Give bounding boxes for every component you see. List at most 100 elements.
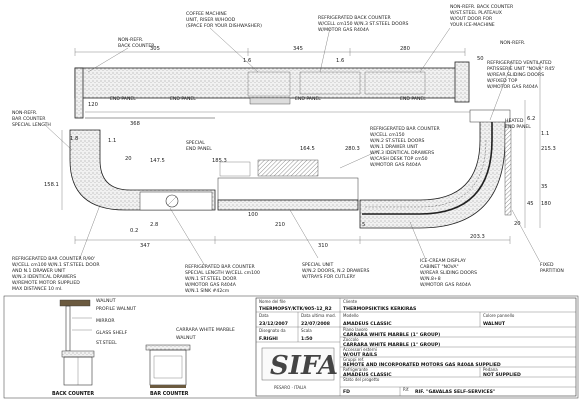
- section-right-label-1: CARRARA WHITE MARBLE: [176, 327, 235, 333]
- refrig-bar150-label-4: W/N.1 DRAWER UNIT: [370, 144, 418, 150]
- refrig-bar-special-label-5: W/N.1 SINK #42cm: [185, 288, 230, 294]
- dim-bottom-3: 347: [140, 243, 150, 249]
- dim-bottom-10: 45: [527, 201, 534, 207]
- refrig-bar150-label-6: W/CASH DESK TOP cm50: [370, 156, 428, 162]
- ref-label: Rif.: [403, 387, 409, 392]
- refrig-back-label-1: REFRIGERATED BACK COUNTER: [318, 15, 391, 21]
- refrigerated-bar-150: [219, 161, 251, 177]
- patisserie-label-2: PATISSERIE UNIT "NOVA" R45': [487, 66, 555, 72]
- dim-mid-6: 147.5: [150, 158, 165, 164]
- coffee-machine-label-3: (SPACE FOR YOUR DISHWASHER): [186, 23, 262, 29]
- section-left-label-3: MIRROR: [96, 318, 115, 324]
- date-value: 23/12/2007: [259, 321, 288, 327]
- logo-subtitle: PESARO · ITALIA: [274, 385, 306, 390]
- section-left-label-2: PROFILE WALNUT: [96, 306, 136, 312]
- fixed-partition: [504, 124, 512, 216]
- fridge-label: Refrigerante: [343, 367, 368, 372]
- file-value: THERMOPSY/KTK/905-12_R2: [259, 306, 332, 312]
- special-unit-label-3: W/TRAYS FOR CUTLERY: [302, 274, 356, 280]
- refrigerated-back-cell: [299, 71, 361, 95]
- dim-top-3: 280: [400, 46, 410, 52]
- drawing-label: Disegnato da: [259, 328, 286, 333]
- ice-cream-label-1: ICE-CREAM DISPLAY: [420, 258, 466, 264]
- coffee-machine-label-2: UNIT, RISER W/HOOD: [186, 17, 236, 23]
- patisserie-label-5: W/MOTOR GAS R404A: [487, 84, 539, 90]
- section-left-label-4: GLASS SHELF: [96, 330, 127, 336]
- logo-box: [261, 347, 335, 381]
- nonrefr-back-right-label: NON-REFR. BACK COUNTER: [450, 4, 514, 10]
- sifa-logo: SIFA: [270, 351, 338, 381]
- steel-shelves-unit: [364, 71, 426, 95]
- nonrefr-back-left-label-2: BACK COUNTER: [118, 43, 155, 49]
- dim-mid-2: 120: [88, 102, 98, 108]
- heated-end-panel-label-1: HEATED: [505, 118, 524, 124]
- refrigerated-bar-special-body: [139, 191, 213, 211]
- refrig-bar150-label-3: W/N.2 ST.STEEL DOORS: [370, 138, 425, 144]
- refrig-bar150-label-2: W/CELL cm150: [370, 132, 405, 138]
- refrig-bar150-label-1: REFRIGERATED BAR COUNTER: [370, 126, 441, 132]
- dim-bottom-13: 35: [541, 184, 548, 190]
- nonrefr-right-label: NON-REFR.: [500, 40, 525, 46]
- bar-counter-section-title: BAR COUNTER: [150, 391, 189, 397]
- client-label: Cliente: [343, 299, 358, 304]
- ice-cream-label-5: W/MOTOR GAS R404A: [420, 282, 472, 288]
- scale-label: Scala: [301, 328, 312, 333]
- plinth-value: CARRARA WHITE MARBLE (1° GROUP): [343, 342, 440, 348]
- bar-counter-curve-left: [69, 129, 216, 211]
- sheet-frame: [3, 295, 579, 399]
- dim-top-5: 1.6: [336, 58, 344, 64]
- dim-bottom-12: 20: [514, 221, 521, 227]
- section-left-label-5: ST.STEEL: [96, 340, 117, 346]
- dim-bottom-6: 210: [275, 222, 285, 228]
- steel-shelves-label-3: YOUR ICE-MACHINE: [449, 22, 495, 28]
- refrig-bar90-label-4: W/N.3 IDENTICAL DRAWERS: [12, 274, 76, 280]
- pedana-value: NOT SUPPLIED: [483, 372, 521, 378]
- dim-mid-11: 6.2: [527, 116, 535, 122]
- dimension-lines: [61, 48, 541, 244]
- dim-mid-12: 1.1: [541, 131, 549, 137]
- plan-labels: COFFEE MACHINE UNIT, RISER W/HOOD (SPACE…: [12, 4, 564, 294]
- model-value: AMADEUS CLASSIC: [343, 321, 392, 327]
- groups-value: REMOTE AND INCORPORATED MOTORS GAS R404A…: [343, 362, 501, 368]
- patisserie-label-4: W/FIXED TOP: [487, 78, 518, 84]
- coffee-machine-label-1: COFFEE MACHINE: [186, 11, 227, 17]
- fixed-partition-label-2: PARTITION: [540, 268, 564, 274]
- top-value: CARRARA WHITE MARBLE (1° GROUP): [343, 332, 440, 338]
- fridge-value: AMADEUS CLASSIC: [343, 372, 392, 378]
- refrig-bar90-label-6: MAX DISTANCE 10 ml.: [12, 286, 63, 292]
- file-label: Nome del file: [259, 299, 286, 304]
- special-end-panel-label-2: END PANEL: [186, 146, 212, 152]
- dim-top-4: 1.6: [243, 58, 251, 64]
- mod-value: 22/07/2008: [301, 321, 330, 327]
- section-right-label-2: WALNUT: [176, 335, 196, 341]
- special-unit-label-2: W/N.2 DOORS, N.2 DRAWERS: [302, 268, 370, 274]
- mod-label: Data ultima mod.: [301, 313, 336, 318]
- ice-cream-label-4: W/N.8+8: [420, 276, 441, 282]
- top-label: Piano lavoro: [343, 327, 368, 332]
- acc-value: W/OUT RAILS: [343, 352, 377, 358]
- dim-mid-3: 1.8: [70, 136, 78, 142]
- state-label: Stato del progetto: [343, 377, 380, 382]
- steel-shelves-label-1: W/ST.STEEL PLATEAUX: [450, 10, 502, 16]
- sink-icon: [165, 194, 179, 208]
- dim-mid-5: 20: [125, 156, 132, 162]
- refrig-bar90-label-2: W/CELL cm100 W/N.1 ST.STEEL DOOR: [12, 262, 100, 268]
- dim-mid-10: 215.3: [541, 146, 556, 152]
- bar-counter-section: BAR COUNTER CARRARA WHITE MARBLE WALNUT: [145, 327, 235, 397]
- plinth-label: Zoccolo: [343, 337, 359, 342]
- back-counter-left-return: [74, 67, 84, 119]
- dim-mid-4: 1.1: [108, 138, 116, 144]
- fixed-partition-label-1: FIXED: [540, 262, 554, 268]
- groups-label: Gruppi ref.: [343, 357, 364, 362]
- dim-bottom-8: 5: [362, 222, 365, 228]
- end-panel-label-2: END PANEL: [170, 96, 196, 102]
- leader-lines: [43, 27, 541, 267]
- dim-top-1: 305: [150, 46, 160, 52]
- dim-bottom-2: 0.2: [130, 228, 138, 234]
- dim-mid-1: 368: [130, 121, 140, 127]
- panel-color-value: WALNUT: [483, 321, 506, 327]
- model-label: Modello: [343, 313, 359, 318]
- dim-bottom-1: 158.1: [44, 182, 59, 188]
- special-unit-top: [217, 199, 359, 211]
